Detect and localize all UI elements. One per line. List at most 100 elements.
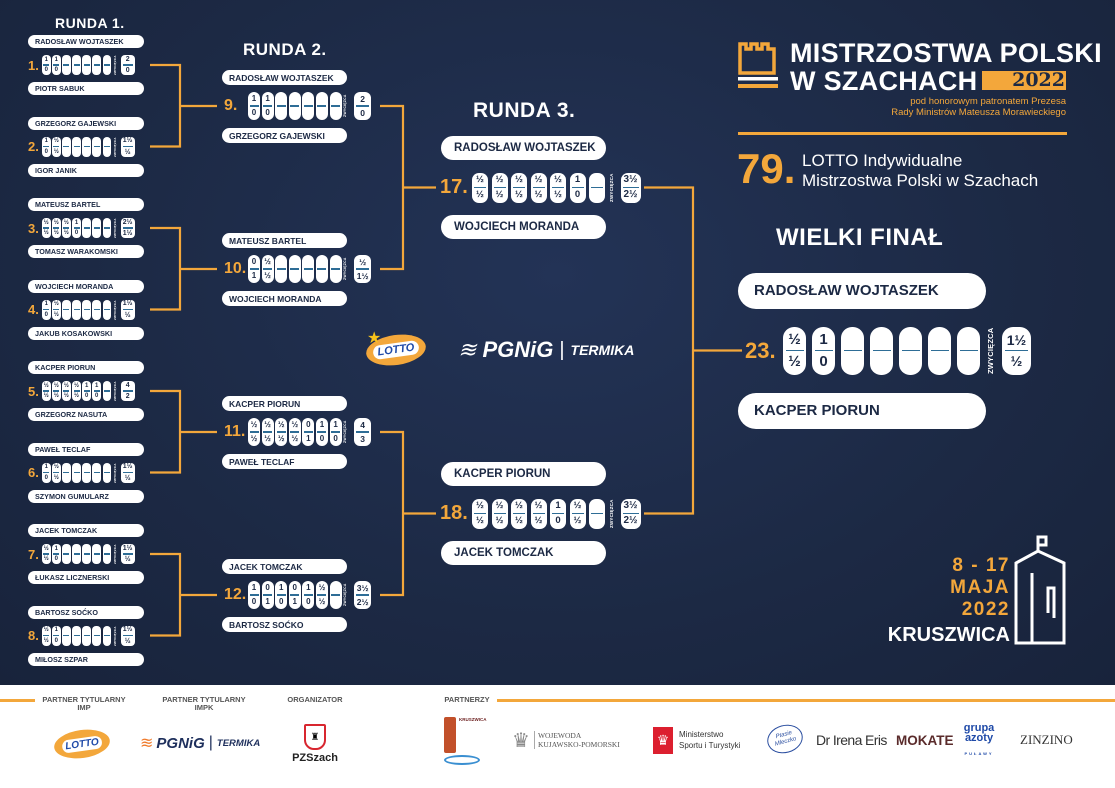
player-top[interactable]: Grzegorz Gajewski [28, 116, 144, 130]
player-top[interactable]: Mateusz Bartel [28, 198, 144, 211]
ministry-line-1: Ministerstwo [679, 730, 724, 739]
game-empty [329, 581, 342, 609]
game-empty [92, 218, 101, 238]
result-bottom: 2 [125, 393, 130, 401]
player-top[interactable]: Radosław Wojtaszek [738, 272, 986, 309]
player-top[interactable]: Radosław Wojtaszek [222, 70, 347, 85]
score-divider [356, 268, 370, 270]
winner-label: ZWYCIĘZCA [608, 499, 614, 528]
round-2-title: RUNDA 2. [243, 40, 327, 59]
event-month: MAJA [950, 577, 1010, 598]
score-divider [276, 268, 286, 270]
score-bottom: 0 [44, 148, 48, 155]
game-empty [92, 544, 101, 564]
player-top[interactable]: Bartosz Soćko [28, 605, 144, 619]
player-bottom[interactable]: Wojciech Moranda [441, 214, 606, 239]
score-bottom: ½ [534, 515, 543, 527]
score-divider [73, 390, 80, 392]
score-top: ½ [573, 500, 582, 512]
player-bottom[interactable]: Kacper Piorun [738, 392, 986, 429]
sponsors-footer: PARTNER TYTULARNY IMP PARTNER TYTULARNY … [0, 685, 1115, 788]
game-empty [62, 136, 71, 157]
game-empty [82, 544, 91, 564]
score-bottom: ½ [250, 433, 258, 443]
score-bottom: 0 [278, 596, 284, 606]
player-top[interactable]: Mateusz Bartel [222, 233, 347, 248]
score-divider [63, 471, 70, 474]
result-top: 2 [125, 55, 130, 63]
score-divider [356, 594, 370, 596]
score-divider [43, 308, 50, 311]
score-divider [331, 431, 341, 433]
player-top[interactable]: Kacper Piorun [28, 361, 144, 374]
tower-icon [1014, 535, 1066, 645]
divider [738, 132, 1067, 135]
player-bottom[interactable]: Szymon Gumularz [28, 489, 144, 503]
player-top[interactable]: Wojciech Moranda [28, 279, 144, 293]
game-empty [72, 462, 81, 483]
player-bottom[interactable]: Wojciech Moranda [222, 291, 347, 306]
player-bottom[interactable]: Miłosz Szpar [28, 652, 144, 666]
score-bottom: 0 [74, 230, 79, 237]
player-top[interactable]: Jacek Tomczak [222, 559, 347, 574]
game-empty [82, 625, 91, 646]
match-number: 18. [440, 502, 468, 524]
winner-label: ZWYCIĘZCA [112, 625, 117, 646]
castle-logo-icon [738, 42, 778, 88]
score-divider [1005, 349, 1028, 352]
match-number: 9. [224, 97, 238, 114]
score-top: ½ [43, 627, 49, 634]
player-bottom[interactable]: Grzegorz Nasuta [28, 408, 144, 421]
player-bottom[interactable]: Bartosz Soćko [222, 617, 347, 632]
player-top[interactable]: Kacper Piorun [441, 461, 606, 486]
game-empty [928, 326, 951, 375]
score-top: ½ [554, 174, 562, 186]
score-top: ½ [43, 382, 49, 389]
player-top[interactable]: Radosław Wojtaszek [28, 35, 144, 48]
player-top[interactable]: Paweł Teclaf [28, 442, 144, 456]
edition-line-1: LOTTO Indywidualne [802, 151, 963, 170]
score-divider [331, 268, 341, 270]
score-bottom: ½ [291, 433, 299, 443]
player-top[interactable]: Kacper Piorun [222, 396, 347, 411]
azoty-line-1: grupa [963, 722, 995, 734]
player-bottom[interactable]: Grzegorz Gajewski [222, 128, 347, 143]
player-top[interactable]: Jacek Tomczak [28, 524, 144, 537]
result-bottom: 2½ [623, 515, 638, 527]
player-bottom[interactable]: Paweł Teclaf [222, 454, 347, 469]
player-top[interactable]: Radosław Wojtaszek [441, 135, 606, 160]
score-bottom: ½ [53, 393, 59, 400]
game-empty [62, 55, 71, 75]
score-divider [930, 349, 949, 352]
result-bottom: ½ [124, 556, 131, 564]
player-bottom[interactable]: Igor Janik [28, 163, 144, 177]
player-bottom[interactable]: Jakub Kosakowski [28, 326, 144, 340]
player-bottom[interactable]: Tomasz Warakomski [28, 245, 144, 258]
result-bottom: 3 [360, 433, 366, 444]
player-bottom[interactable]: Jacek Tomczak [441, 540, 606, 565]
game-empty [302, 92, 315, 120]
eagle-icon: ♛ [653, 726, 673, 754]
pgnig-termika-logo: ≋ PGNiG | TERMIKA [458, 336, 634, 364]
wojewoda-line-1: WOJEWODA [537, 731, 582, 740]
player-bottom[interactable]: Łukasz Licznerski [28, 571, 144, 584]
player-bottom[interactable]: Piotr Sabuk [28, 82, 144, 95]
score-bottom: ½ [43, 637, 49, 644]
game-empty [62, 625, 71, 646]
